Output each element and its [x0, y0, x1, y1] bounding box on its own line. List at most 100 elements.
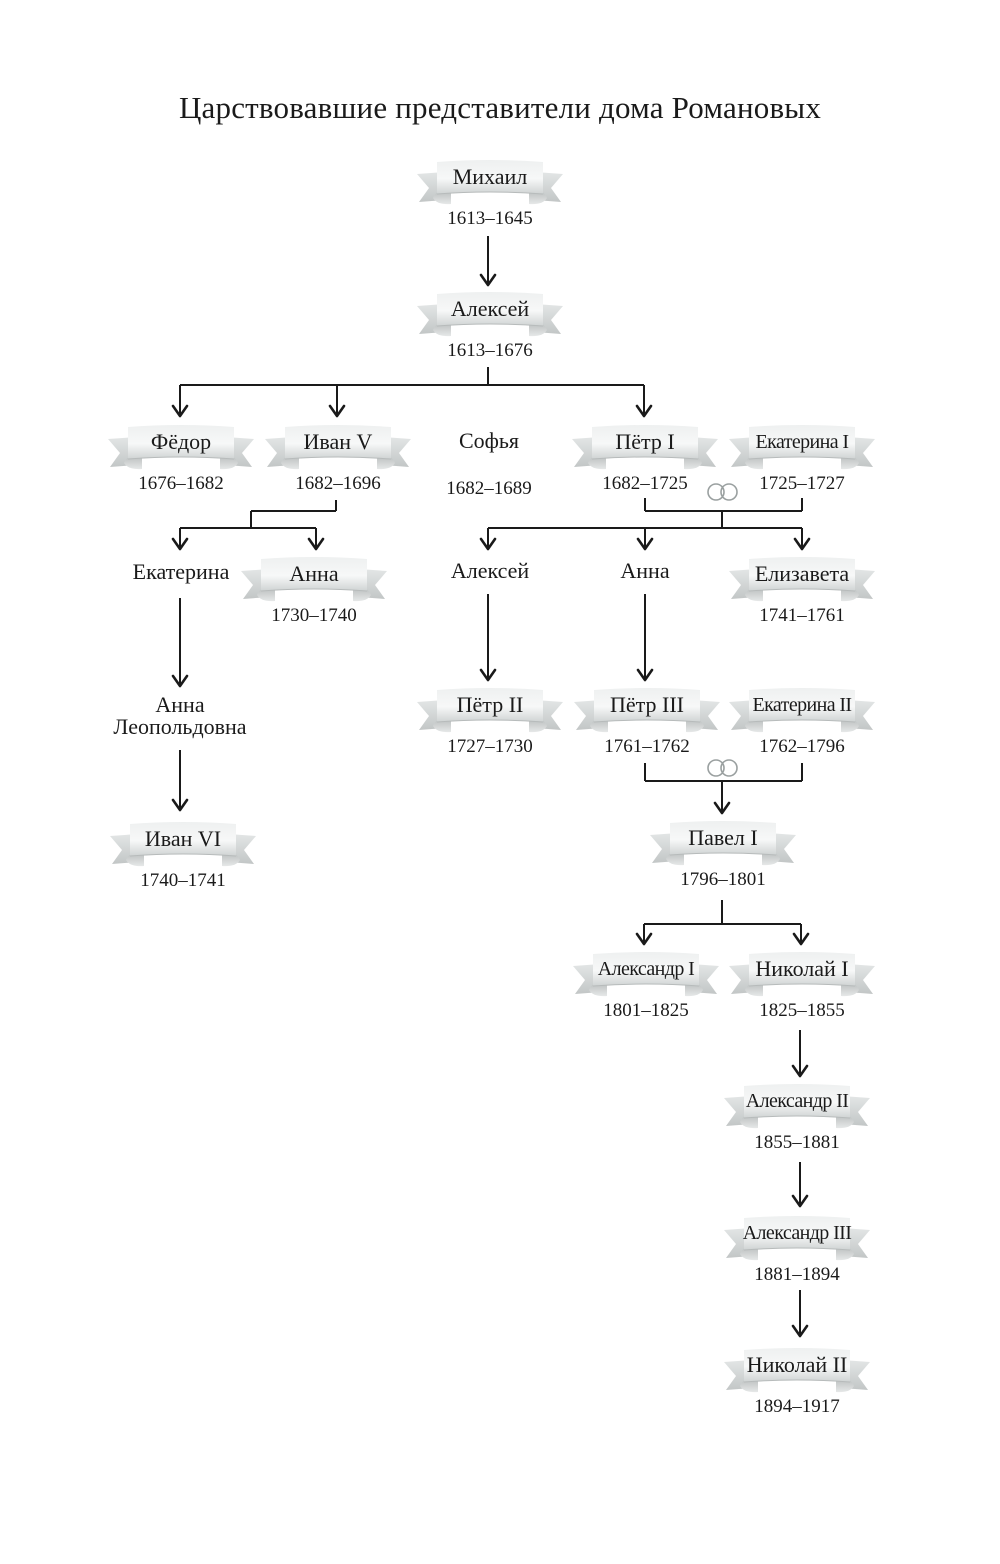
reign-years: 1682–1689	[446, 478, 532, 499]
ruler-name: Елизавета	[754, 561, 850, 586]
marriage-rings-icon	[707, 759, 738, 777]
ruler-name: Павел I	[688, 825, 758, 850]
ribbon-banner: Михаил	[415, 158, 565, 208]
person-name: Екатерина	[132, 559, 230, 584]
arrow-down-icon	[636, 537, 654, 551]
node-aleksei: Алексей 1613–1676	[410, 290, 570, 362]
ribbon-banner: Фёдор	[106, 423, 256, 473]
ribbon-banner: Николай II	[722, 1346, 872, 1396]
reign-years: 1855–1881	[754, 1132, 840, 1153]
arrow-down-icon	[307, 537, 325, 551]
ribbon-banner: Пётр I	[570, 423, 720, 473]
person-name: Анна	[620, 558, 670, 583]
ribbon-banner: Александр I	[571, 950, 721, 1000]
reign-years: 1894–1917	[754, 1396, 840, 1417]
ruler-name: Александр I	[597, 958, 695, 980]
node-aleksandr3: Александр III 1881–1894	[717, 1214, 877, 1286]
reign-years: 1741–1761	[759, 605, 845, 626]
arrow-down-icon	[171, 674, 189, 688]
node-petr2: Пётр II 1727–1730	[410, 686, 570, 758]
ruler-name: Николай II	[746, 1352, 848, 1377]
node-sofia: Софья 1682–1689	[409, 418, 569, 500]
ruler-name: Николай I	[755, 956, 849, 981]
ribbon-banner: Николай I	[727, 950, 877, 1000]
ribbon-banner: Екатерина II	[727, 686, 877, 736]
page-title: Царствовавшие представители дома Романов…	[178, 90, 822, 125]
arrow-down-icon	[171, 404, 189, 418]
arrow-down-icon	[791, 1064, 809, 1078]
ruler-name: Александр III	[742, 1222, 852, 1244]
ruler-name: Екатерина II	[752, 694, 852, 716]
marriage-rings-icon	[707, 483, 738, 501]
reign-years: 1801–1825	[603, 1000, 689, 1021]
ribbon-banner: Александр III	[722, 1214, 872, 1264]
reign-years: 1730–1740	[271, 605, 357, 626]
ruler-name: Александр II	[745, 1090, 849, 1112]
ribbon-banner: Пётр II	[415, 686, 565, 736]
reign-years: 1725–1727	[759, 473, 845, 494]
reign-years: 1613–1676	[447, 340, 533, 361]
arrow-down-icon	[635, 404, 653, 418]
ruler-name: Алексей	[450, 296, 530, 321]
node-anna-ioannovna: Анна 1730–1740	[234, 555, 394, 627]
reign-years: 1727–1730	[447, 736, 533, 757]
arrow-down-icon	[479, 668, 497, 682]
reign-years: 1825–1855	[759, 1000, 845, 1021]
reign-years: 1762–1796	[759, 736, 845, 757]
ruler-name: Иван V	[303, 429, 373, 454]
node-petr1: Пётр I 1682–1725	[565, 423, 725, 495]
reign-years: 1881–1894	[754, 1264, 840, 1285]
node-anna-petrovna: Анна	[565, 548, 725, 598]
ruler-name: Екатерина I	[755, 431, 850, 453]
ruler-name: Пётр III	[609, 692, 684, 717]
arrow-down-icon	[328, 404, 346, 418]
node-ivan6: Иван VI 1740–1741	[103, 820, 263, 892]
node-ivan5: Иван V 1682–1696	[258, 423, 418, 495]
node-aleksei-petrovich: Алексей	[410, 548, 570, 598]
reign-years: 1682–1725	[602, 473, 688, 494]
ribbon-banner: Алексей	[415, 290, 565, 340]
reign-years: 1676–1682	[138, 473, 224, 494]
ruler-name: Иван VI	[144, 826, 222, 851]
node-anna-leopoldovna: Анна Леопольдовна	[100, 694, 260, 738]
ribbon-banner: Иван VI	[108, 820, 258, 870]
ribbon-banner: Анна	[239, 555, 389, 605]
node-petr3: Пётр III 1761–1762	[567, 686, 727, 758]
person-name: Алексей	[450, 558, 530, 583]
arrow-down-icon	[171, 537, 189, 551]
person-name-line1: Анна	[155, 692, 205, 717]
reign-years: 1740–1741	[140, 870, 226, 891]
arrow-down-icon	[791, 1194, 809, 1208]
node-fedor: Фёдор 1676–1682	[101, 423, 261, 495]
node-ekaterina1: Екатерина I 1725–1727	[722, 423, 882, 495]
ruler-name: Михаил	[452, 164, 528, 189]
ribbon-banner: Елизавета	[727, 555, 877, 605]
arrow-down-icon	[713, 801, 731, 815]
node-pavel1: Павел I 1796–1801	[643, 819, 803, 891]
node-aleksandr1: Александр I 1801–1825	[566, 950, 726, 1022]
node-nikolai1: Николай I 1825–1855	[722, 950, 882, 1022]
arrow-down-icon	[479, 537, 497, 551]
node-ekaterina2: Екатерина II 1762–1796	[722, 686, 882, 758]
arrow-down-icon	[791, 1324, 809, 1338]
node-mikhail: Михаил 1613–1645	[410, 158, 570, 230]
node-ekaterina-ivanovna: Екатерина	[101, 549, 261, 599]
reign-years: 1682–1696	[295, 473, 381, 494]
ruler-name: Анна	[289, 561, 339, 586]
arrow-down-icon	[636, 668, 654, 682]
node-nikolai2: Николай II 1894–1917	[717, 1346, 877, 1418]
ribbon-banner: Иван V	[263, 423, 413, 473]
reign-years: 1613–1645	[447, 208, 533, 229]
ruler-name: Фёдор	[150, 429, 212, 454]
node-elizaveta: Елизавета 1741–1761	[722, 555, 882, 627]
person-name-line2: Леопольдовна	[113, 714, 247, 739]
ribbon-banner: Павел I	[648, 819, 798, 869]
ruler-name: Пётр II	[456, 692, 524, 717]
reign-years: 1796–1801	[680, 869, 766, 890]
ribbon-banner: Пётр III	[572, 686, 722, 736]
person-name: Софья	[458, 428, 520, 453]
arrow-down-icon	[635, 932, 653, 946]
arrow-down-icon	[793, 537, 811, 551]
ruler-name: Пётр I	[615, 429, 675, 454]
